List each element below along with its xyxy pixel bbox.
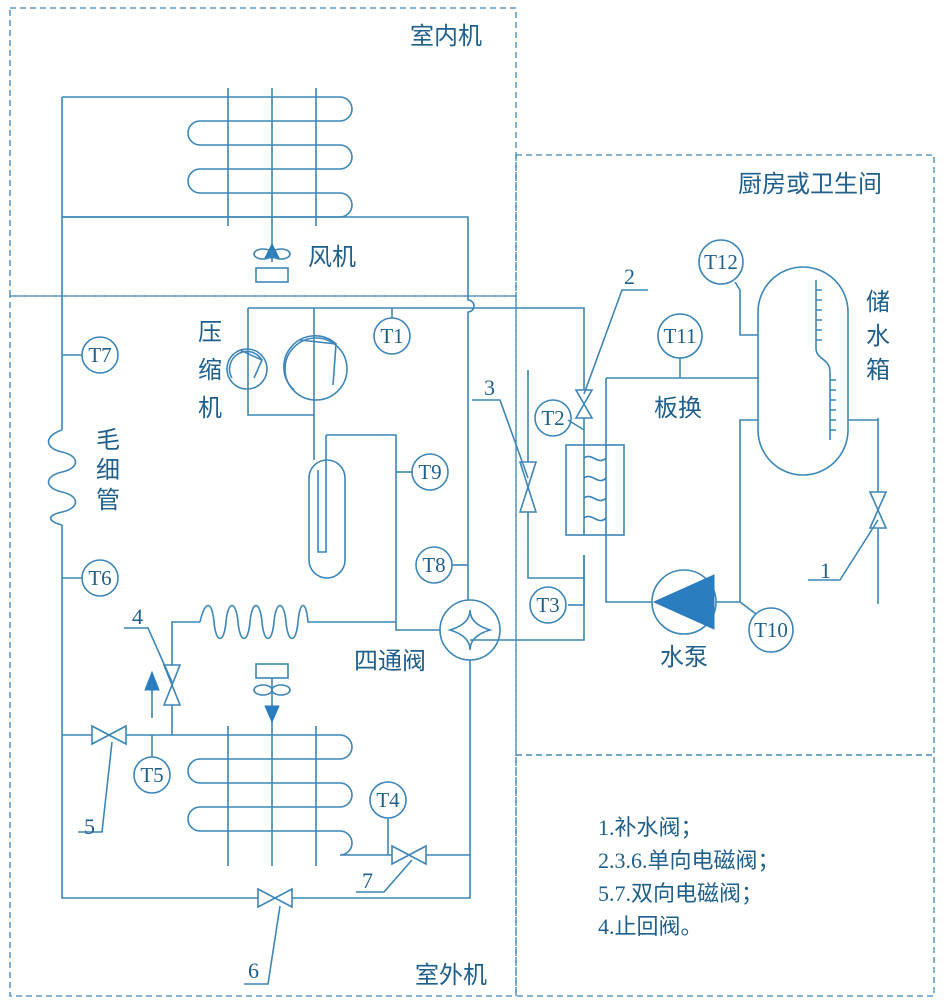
valve-number-1: 1 — [820, 558, 831, 583]
kitchen-zone-box — [515, 154, 935, 756]
water-pump-label: 水泵 — [660, 644, 708, 671]
valve-callouts: 1 2 3 4 5 6 7 — [78, 264, 879, 985]
sensor-t11-label: T11 — [663, 324, 696, 348]
outdoor-coil — [227, 726, 317, 866]
legend-item-2: 2.3.6.单向电磁阀； — [598, 848, 780, 873]
refrigerant-pipes — [61, 97, 585, 899]
valve-number-4: 4 — [132, 604, 143, 629]
sensor-t1 — [373, 317, 411, 355]
water-pump — [651, 569, 717, 635]
valve-1 — [868, 491, 888, 529]
sensors: T1 T2 T3 T4 T5 T6 T7 T8 T9 T1 — [62, 239, 794, 855]
sensor-t8-label: T8 — [422, 553, 445, 577]
valve-number-6: 6 — [248, 958, 259, 983]
four-way-valve-label: 四通阀 — [354, 648, 426, 675]
sensor-t4 — [369, 781, 407, 819]
sensor-t4-label: T4 — [376, 788, 400, 812]
valve-5 — [91, 724, 127, 746]
accumulator — [308, 435, 346, 579]
sensor-t10 — [748, 607, 794, 653]
sensor-t8 — [415, 546, 453, 584]
water-tank — [757, 266, 878, 476]
sensor-t7-label: T7 — [88, 343, 111, 367]
capillary-label-2: 细 — [96, 457, 120, 484]
indoor-fan — [253, 226, 291, 283]
valve-3 — [518, 461, 538, 513]
legend-box — [515, 754, 935, 997]
sensor-t9 — [411, 453, 449, 491]
tank-label-3: 箱 — [866, 357, 890, 384]
valve-number-2: 2 — [624, 264, 635, 289]
plate-heat-exchanger — [565, 444, 625, 536]
compressor — [226, 335, 348, 401]
sensor-t3 — [529, 586, 567, 624]
legend-item-1: 1.补水阀； — [598, 815, 703, 840]
compressor-label-3: 机 — [198, 395, 222, 422]
sensor-t12 — [698, 239, 744, 285]
outdoor-zone-label: 室外机 — [415, 962, 487, 989]
water-pipes — [527, 290, 879, 605]
sensor-t10-label: T10 — [754, 618, 788, 642]
sensor-t1-label: T1 — [380, 324, 403, 348]
valve-6 — [257, 887, 293, 909]
kitchen-zone-label: 厨房或卫生间 — [738, 171, 882, 198]
sensor-t3-label: T3 — [536, 593, 559, 617]
valve-7 — [391, 844, 427, 866]
capillary-label-3: 管 — [96, 487, 120, 514]
valve-number-3: 3 — [484, 375, 495, 400]
legend-item-3: 5.7.双向电磁阀； — [598, 881, 763, 906]
sensor-t6-label: T6 — [88, 566, 111, 590]
valve-2 — [574, 389, 594, 419]
sensor-t5 — [133, 756, 171, 794]
plate-hx-label: 板换 — [654, 395, 702, 422]
indoor-zone-label: 室内机 — [410, 23, 482, 50]
sensor-t7 — [81, 336, 119, 374]
valve-4 — [162, 664, 182, 706]
zone-boundaries — [9, 7, 935, 997]
indoor-coil — [62, 88, 353, 226]
tank-label-2: 水 — [866, 323, 890, 350]
sensor-t9-label: T9 — [418, 460, 441, 484]
legend-item-4: 4.止回阀。 — [598, 914, 703, 939]
sensor-t5-label: T5 — [140, 763, 163, 787]
tank-label-1: 储 — [866, 289, 890, 316]
outdoor-fan — [253, 663, 291, 726]
valve-number-5: 5 — [84, 814, 95, 839]
compressor-label-2: 缩 — [198, 357, 222, 384]
sensor-t2 — [534, 399, 572, 437]
sensor-t2-label: T2 — [541, 406, 564, 430]
capillary-tube — [47, 429, 77, 526]
valve-number-7: 7 — [362, 868, 373, 893]
legend: 1.补水阀； 2.3.6.单向电磁阀； 5.7.双向电磁阀； 4.止回阀。 — [598, 815, 780, 939]
compressor-label-1: 压 — [198, 320, 222, 346]
sensor-t11 — [657, 313, 703, 359]
valves — [91, 389, 888, 909]
sensor-t6 — [81, 559, 119, 597]
fan-label: 风机 — [308, 244, 356, 271]
sensor-t12-label: T12 — [704, 250, 738, 274]
four-way-valve — [439, 599, 501, 661]
capillary-label-1: 毛 — [96, 427, 120, 454]
indoor-zone-box — [9, 7, 517, 297]
